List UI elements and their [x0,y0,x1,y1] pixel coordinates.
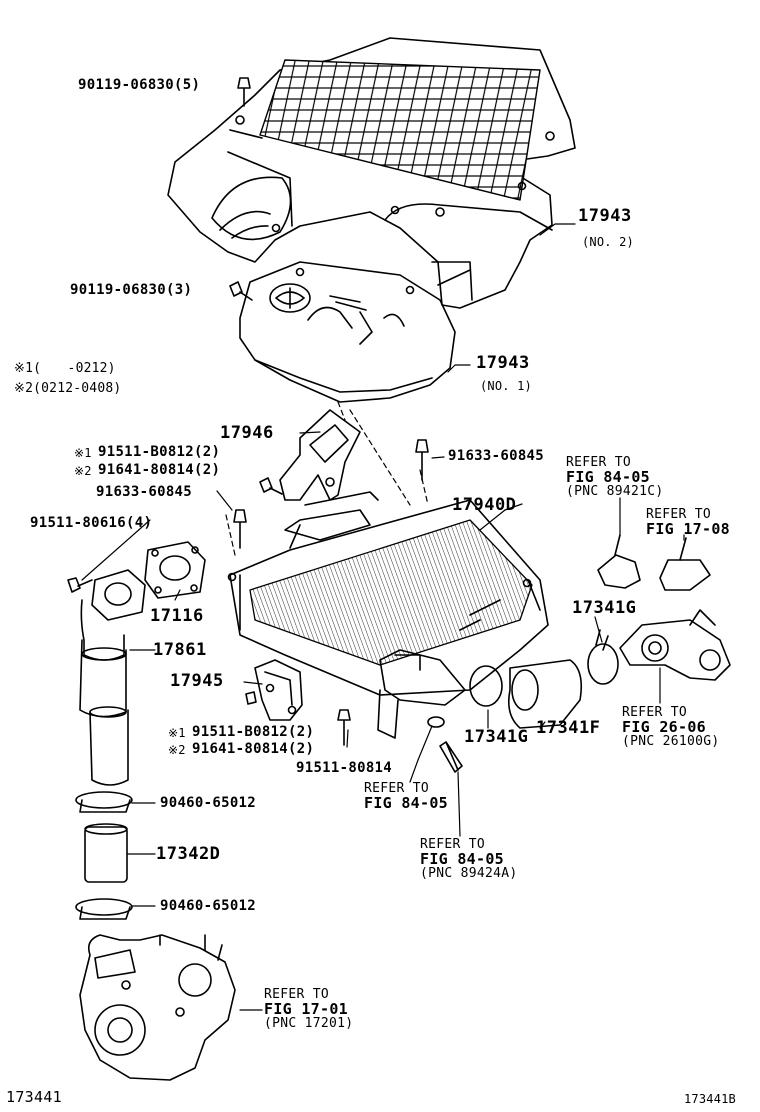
label-intercooler: 17940D [452,495,517,515]
gasket-flanges [91,541,206,621]
bracket-17946 [279,409,361,501]
label-bolt-left: 91511-80616(4) [30,515,153,531]
ref-fig: FIG 17-08 [646,519,730,538]
mark-1: ※1 [74,446,92,460]
ref-fig: FIG 17-01 [264,999,348,1018]
ref-fig-84-05-c: REFER TO FIG 84-05 (PNC 89424A) [420,838,518,881]
ref-text: REFER TO [420,837,486,852]
ref-fig: FIG 26-06 [622,717,706,736]
label-bolt-b1: 91511-B0812(2) [192,724,315,740]
label-clamp1: 90460-65012 [160,795,257,811]
ref-fig-17-01: REFER TO FIG 17-01 (PNC 17201) [264,988,353,1031]
engine-cover-no2 [167,37,576,309]
ref-fig: FIG 84-05 [420,849,504,868]
label-gasket: 17116 [150,606,204,626]
label-clamp-right: 17341G [572,598,637,618]
alignment-lines [225,401,429,556]
note-2: ※2(0212-0408) [14,381,122,396]
label-bolt-top: 90119-06830(5) [78,77,201,93]
label-hose: 17341F [536,718,601,738]
label-stud-right: 91633-60845 [448,448,545,464]
label-cover-no2: 17943 [578,206,632,226]
right-hoses [469,629,619,729]
ref-fig-84-05-a: REFER TO FIG 84-05 (PNC 89421C) [566,456,664,499]
label-bolt-a1: 91511-B0812(2) [98,444,221,460]
label-bolt-a2: 91641-80814(2) [98,462,221,478]
label-bracket-17946: 17946 [220,423,274,443]
bracket-17945 [254,659,303,721]
clamps-and-hose [75,791,133,920]
label-stud-left: 91633-60845 [96,484,193,500]
ref-fig-17-08: REFER TO FIG 17-08 [646,508,730,537]
mark-2: ※2 [74,464,92,478]
ref-text: REFER TO [622,705,688,720]
turbocharger [79,934,236,1081]
label-cover-no1: 17943 [476,353,530,373]
label-pipe: 17861 [153,640,207,660]
engine-cover-no1 [239,261,456,403]
ref-pnc: (PNC 89424A) [420,866,518,882]
ref-fig: FIG 84-05 [566,467,650,486]
label-cover-no1-sub: (NO. 1) [480,379,532,393]
fasteners [67,77,429,746]
note-1: ※1( -0212) [14,361,116,376]
figure-id-left: 173441 [6,1088,62,1106]
ref-text: REFER TO [566,455,632,470]
label-cover-no2-sub: (NO. 2) [582,235,634,249]
label-clamp-mid: 17341G [464,727,529,747]
intercooler-17940D [227,491,549,739]
label-bolt-cover1: 90119-06830(3) [70,282,193,298]
ref-text: REFER TO [364,781,430,796]
mark-2b: ※2 [168,743,186,757]
figure-id-right: 173441B [684,1092,736,1106]
ref-fig-26-06: REFER TO FIG 26-06 (PNC 26100G) [622,706,720,749]
leader-lines [81,223,685,1011]
label-bracket-17945: 17945 [170,671,224,691]
ref-pnc: (PNC 17201) [264,1016,354,1032]
throttle-body [619,609,731,681]
ref-text: REFER TO [264,987,330,1002]
pipe-17861 [79,599,129,786]
mark-1b: ※1 [168,726,186,740]
ref-fig: FIG 84-05 [364,793,448,812]
ref-pnc: (PNC 26100G) [622,734,720,750]
ref-text: REFER TO [646,507,712,522]
label-bolt-bottom: 91511-80814 [296,760,393,776]
label-hose2: 17342D [156,844,221,864]
label-bolt-b2: 91641-80814(2) [192,741,315,757]
ref-pnc: (PNC 89421C) [566,484,664,500]
sensors [427,534,711,773]
label-clamp2: 90460-65012 [160,898,257,914]
ref-fig-84-05-b: REFER TO FIG 84-05 [364,782,448,811]
